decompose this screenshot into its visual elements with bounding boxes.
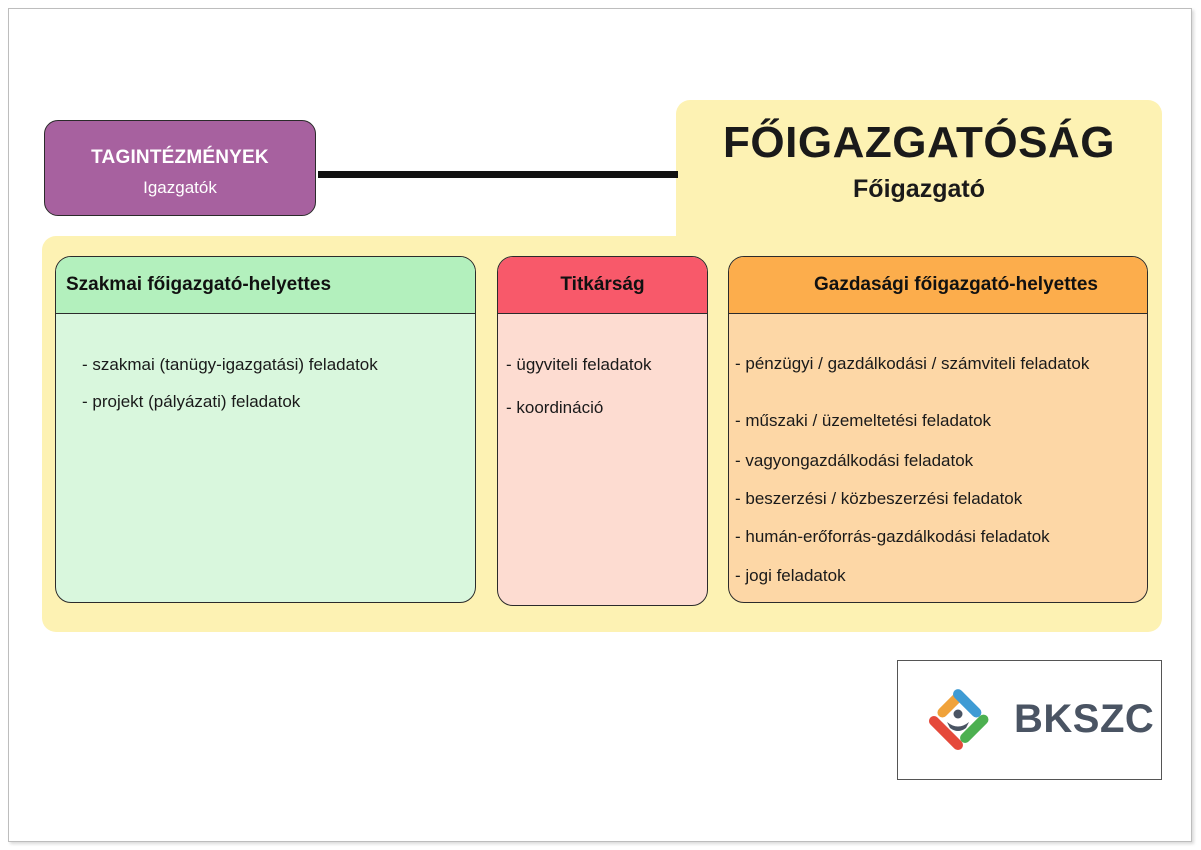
list-item: - humán-erőforrás-gazdálkodási feladatok (735, 527, 1050, 546)
titkarsag-header: Titkárság (498, 257, 707, 314)
list-item: - szakmai (tanügy-igazgatási) feladatok (82, 355, 378, 374)
list-item: - ügyviteli feladatok (506, 355, 652, 374)
list-item: - koordináció (506, 398, 604, 417)
list-item: - vagyongazdálkodási feladatok (735, 451, 974, 470)
foigazgatosag-title: FŐIGAZGATÓSÁG (723, 118, 1115, 167)
tagintezmenyek-title: TAGINTÉZMÉNYEK (91, 147, 269, 168)
tagintezmenyek-subtitle: Igazgatók (143, 178, 217, 197)
list-item: - pénzügyi / gazdálkodási / számviteli f… (735, 354, 1090, 373)
foigazgatosag-subtitle: Főigazgató (853, 175, 985, 203)
bkszc-logo: BKSZC (897, 660, 1162, 780)
connector-line (318, 171, 678, 178)
list-item: - projekt (pályázati) feladatok (82, 392, 301, 411)
list-item: - jogi feladatok (735, 566, 846, 585)
gazdasagi-header: Gazdasági főigazgató-helyettes (729, 257, 1147, 314)
gazdasagi-box: Gazdasági főigazgató-helyettes - pénzügy… (728, 256, 1148, 603)
tagintezmenyek-box: TAGINTÉZMÉNYEK Igazgatók (44, 120, 316, 216)
titkarsag-box: Titkárság - ügyviteli feladatok - koordi… (497, 256, 708, 606)
list-item: - műszaki / üzemeltetési feladatok (735, 411, 992, 430)
list-item: - beszerzési / közbeszerzési feladatok (735, 489, 1023, 508)
foigazgatosag-background (676, 100, 1162, 260)
szakmai-header: Szakmai főigazgató-helyettes (56, 257, 475, 314)
logo-text: BKSZC (1014, 697, 1155, 741)
bkszc-logo-icon (928, 689, 989, 751)
szakmai-box: Szakmai főigazgató-helyettes - szakmai (… (55, 256, 476, 603)
